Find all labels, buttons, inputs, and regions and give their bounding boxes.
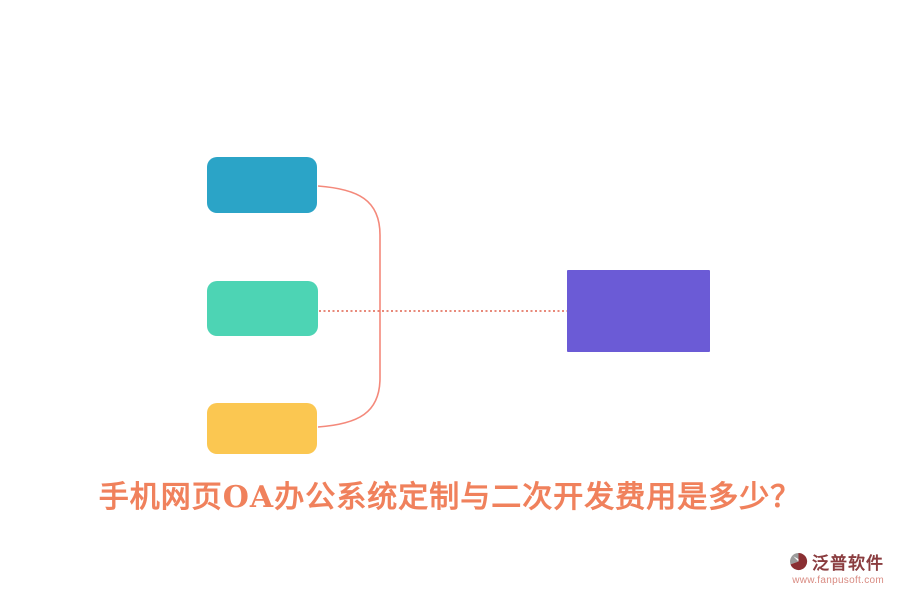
fanpu-logo: 泛普软件 www.fanpusoft.com <box>789 549 884 586</box>
diagram-node-bottom <box>207 403 317 454</box>
diagram-node-top <box>207 157 317 213</box>
diagram-node-middle <box>207 281 318 336</box>
brace-connector <box>317 185 381 428</box>
logo-row: 泛普软件 <box>789 549 884 574</box>
fanpu-logo-icon <box>790 552 808 571</box>
diagram-node-result <box>567 270 710 352</box>
logo-url: www.fanpusoft.com <box>792 575 884 586</box>
page-title: 手机网页OA办公系统定制与二次开发费用是多少？ <box>98 480 802 515</box>
logo-name: 泛普软件 <box>812 554 884 573</box>
